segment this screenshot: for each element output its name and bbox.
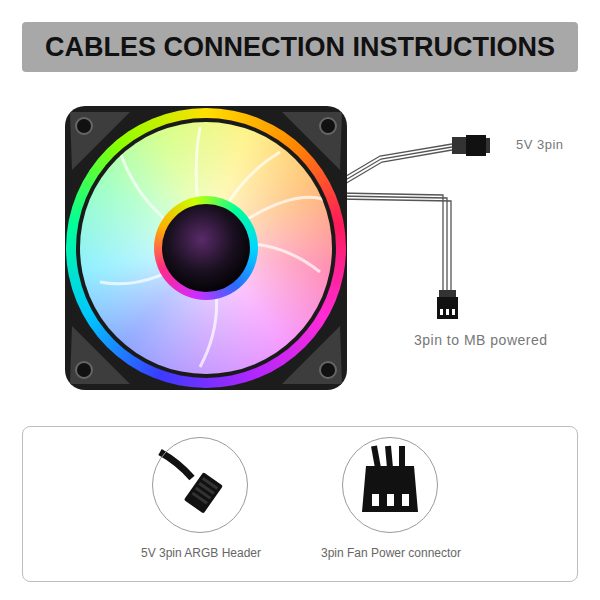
hub bbox=[162, 204, 250, 292]
connector-circle: 3pin Fan Power connector bbox=[342, 437, 438, 533]
connector-caption: 5V 3pin ARGB Header bbox=[128, 546, 274, 560]
connector-panel bbox=[22, 426, 578, 582]
connector-circle: 5V 3pin ARGB Header bbox=[152, 437, 248, 533]
title-text: CABLES CONNECTION INSTRUCTIONS bbox=[45, 32, 555, 63]
title-band: CABLES CONNECTION INSTRUCTIONS bbox=[22, 22, 578, 72]
cable-label: 3pin to MB powered bbox=[414, 332, 548, 348]
connector-caption: 3pin Fan Power connector bbox=[318, 546, 464, 560]
cable-label: 5V 3pin bbox=[516, 137, 564, 152]
